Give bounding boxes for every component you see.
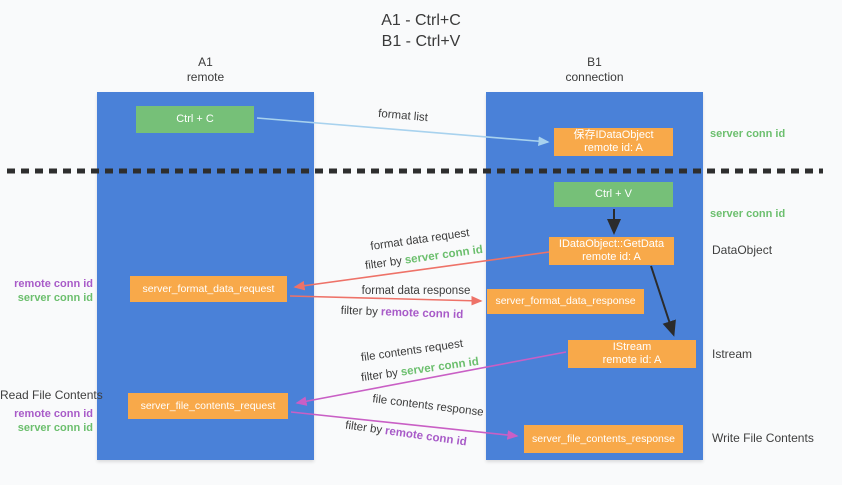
node-getdata-line1: IDataObject::GetData bbox=[558, 238, 665, 250]
filter-prefix: filter by bbox=[344, 419, 383, 437]
node-server-file-contents-request: server_file_contents_request bbox=[128, 393, 288, 419]
node-server-format-data-response: server_format_data_response bbox=[487, 289, 644, 314]
node-save-dataobject-line2: remote id: A bbox=[584, 142, 643, 154]
filter-key-remote-conn-id: remote conn id bbox=[384, 425, 468, 449]
lane-a1-name: A1 bbox=[198, 55, 213, 69]
filter-prefix: filter by bbox=[364, 255, 403, 273]
filter-prefix: filter by bbox=[340, 304, 379, 319]
left-conn-id-block-top: remote conn id server conn id bbox=[0, 277, 93, 305]
label-remote-conn-id-left-top: remote conn id bbox=[14, 278, 93, 290]
filter-prefix: filter by bbox=[360, 367, 399, 385]
node-ctrl-v: Ctrl + V bbox=[554, 182, 673, 207]
node-format-request-label: server_format_data_request bbox=[142, 282, 275, 295]
title-line-2: B1 - Ctrl+V bbox=[381, 33, 461, 50]
node-istream-line1: IStream bbox=[612, 341, 652, 353]
node-format-response-label: server_format_data_response bbox=[495, 295, 636, 307]
node-idataobject-getdata: IDataObject::GetData remote id: A bbox=[549, 237, 674, 265]
node-getdata-line2: remote id: A bbox=[582, 251, 641, 263]
diagram-title: A1 - Ctrl+C B1 - Ctrl+V bbox=[0, 10, 842, 52]
node-istream: IStream remote id: A bbox=[568, 340, 696, 368]
node-ctrl-c: Ctrl + C bbox=[136, 106, 254, 133]
filter-key-remote-conn-id: remote conn id bbox=[380, 306, 464, 322]
node-istream-line2: remote id: A bbox=[602, 354, 662, 366]
label-file-contents-response: file contents response bbox=[371, 393, 485, 419]
filter-key-server-conn-id: server conn id bbox=[400, 355, 480, 379]
node-save-dataobject: 保存IDataObject remote id: A bbox=[554, 128, 673, 156]
label-dataobject: DataObject bbox=[712, 243, 773, 257]
node-server-file-contents-response: server_file_contents_response bbox=[524, 425, 683, 453]
label-format-list: format list bbox=[377, 107, 429, 125]
label-server-conn-id-mid: server conn id bbox=[710, 208, 786, 220]
lane-header-a1: A1 remote bbox=[97, 55, 314, 85]
node-save-dataobject-line1: 保存IDataObject bbox=[573, 129, 654, 141]
lane-b1-name: B1 bbox=[587, 55, 602, 69]
left-file-block-bottom: Read File Contents remote conn id server… bbox=[0, 388, 103, 435]
label-format-data-response: format data response bbox=[361, 285, 471, 297]
label-file-response-filter: filter byremote conn id bbox=[345, 420, 468, 449]
node-ctrl-c-label: Ctrl + C bbox=[176, 113, 214, 125]
node-server-format-data-request: server_format_data_request bbox=[130, 276, 287, 302]
label-write-file-contents: Write File Contents bbox=[712, 431, 814, 445]
label-server-conn-id-top: server conn id bbox=[710, 128, 786, 140]
label-server-conn-id-left-top: server conn id bbox=[17, 292, 93, 304]
node-file-response-label: server_file_contents_response bbox=[531, 432, 675, 445]
lane-header-b1: B1 connection bbox=[486, 55, 703, 85]
lane-a1-subtitle: remote bbox=[186, 70, 225, 84]
title-line-1: A1 - Ctrl+C bbox=[381, 12, 461, 29]
lane-b1-subtitle: connection bbox=[565, 70, 624, 84]
label-server-conn-id-left-bottom: server conn id bbox=[17, 422, 93, 434]
filter-key-server-conn-id: server conn id bbox=[404, 243, 484, 267]
label-remote-conn-id-left-bottom: remote conn id bbox=[14, 408, 93, 420]
label-istream: Istream bbox=[712, 347, 753, 361]
node-ctrl-v-label: Ctrl + V bbox=[595, 188, 632, 200]
label-read-file-contents: Read File Contents bbox=[0, 388, 103, 402]
node-file-request-label: server_file_contents_request bbox=[140, 399, 276, 412]
